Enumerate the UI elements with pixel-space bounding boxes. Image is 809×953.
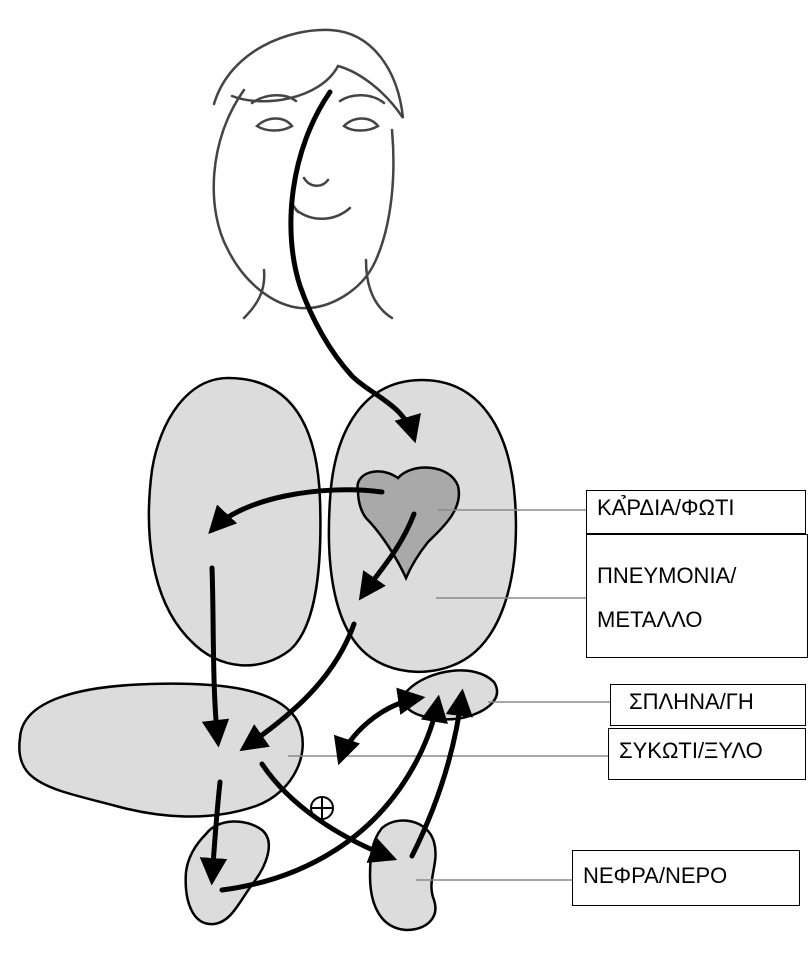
right-eyebrow xyxy=(340,95,384,103)
hair-outline xyxy=(214,30,403,118)
nose xyxy=(304,178,328,186)
face-illustration xyxy=(214,30,403,318)
circled-plus-icon xyxy=(311,797,333,819)
heart-label: ΚΑ̉ΡΔΙΑ/ΦΩΤΙ xyxy=(597,491,805,525)
mouth xyxy=(296,208,350,219)
neck-right xyxy=(366,260,392,318)
left-kidney xyxy=(186,821,269,924)
left-eye xyxy=(257,119,292,131)
kidneys-label: ΝΕΦΡΑ/ΝΕΡΟ xyxy=(583,851,799,901)
right-eye xyxy=(344,119,378,131)
liver xyxy=(19,684,302,817)
kidneys-label-box: ΝΕΦΡΑ/ΝΕΡΟ xyxy=(572,850,800,906)
heart-label-box: ΚΑ̉ΡΔΙΑ/ΦΩΤΙ xyxy=(586,490,806,534)
right-kidney xyxy=(370,820,436,930)
spleen-label-box: ΣΠΛΗΝΑ/ΓΗ xyxy=(610,684,806,726)
liver-label: ΣΥΚΩΤΙ/ΞΥΛΟ xyxy=(619,729,805,773)
lungs-label-line-1: ΠΝΕΥΜΟΝΙΑ/ xyxy=(597,559,807,593)
lungs-label-box: ΠΝΕΥΜΟΝΙΑ/ ΜΕΤΑΛΛΟ xyxy=(586,534,808,658)
left-lung xyxy=(149,378,321,665)
spleen xyxy=(404,670,497,719)
spleen-label: ΣΠΛΗΝΑ/ΓΗ xyxy=(629,685,805,719)
lungs-label-line-2: ΜΕΤΑΛΛΟ xyxy=(597,603,807,637)
liver-label-box: ΣΥΚΩΤΙ/ΞΥΛΟ xyxy=(608,728,806,780)
